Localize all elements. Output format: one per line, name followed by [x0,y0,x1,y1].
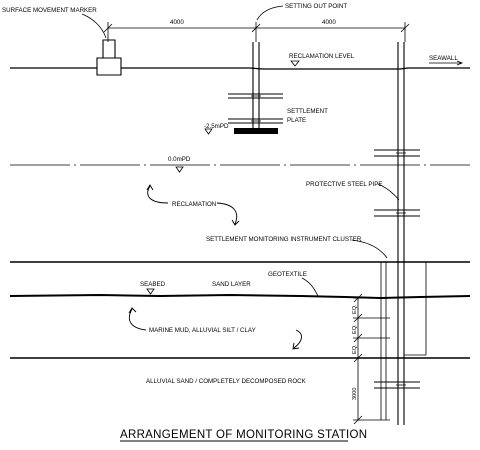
plate-level-marker-icon [204,128,213,135]
marine-mud-arrow-up [128,307,147,331]
sand-layer-label: SAND LAYER [212,281,251,288]
surface-marker-label: SURFACE MOVEMENT MARKER [2,7,97,14]
horizontal-dimension [103,22,410,42]
marine-mud-label: MARINE MUD, ALLUVIAL SILT / CLAY [149,327,256,334]
datum-level-label: 0.0mPD [168,156,191,163]
protective-pipe-label: PROTECTIVE STEEL PIPE [306,181,382,188]
eq-label-2: EQ. [352,324,358,334]
seabed-line [9,293,471,300]
marine-mud-arrow-down [292,329,302,350]
surface-movement-marker [96,39,122,76]
eq-label-1: EQ. [352,304,358,314]
settlement-plate-label-2: PLATE [287,117,306,124]
vertical-dimension-label: 3000 [352,388,358,400]
surface-marker-leader [81,13,107,39]
dimension-left-label: 4000 [170,19,184,26]
reclamation-label: RECLAMATION [172,201,216,208]
dimension-right-label: 4000 [322,19,336,26]
eq-label-3: EQ. [352,344,358,354]
instrument-cluster-leader [351,239,388,259]
geotextile-label: GEOTEXTILE [268,271,307,278]
plate-level-label: -2.5mPD [204,123,229,130]
reclamation-arrow-down [216,202,240,226]
vertical-dimension [353,293,390,425]
geotextile-leader [301,277,319,297]
reclamation-arrow-up [146,184,169,204]
seabed-label: SEABED [140,281,166,288]
protective-steel-pipe [374,42,427,425]
seawall-arrow-icon [429,60,464,66]
setting-out-leader [256,5,284,21]
reclamation-level-label: RECLAMATION LEVEL [289,53,355,60]
reclamation-level-marker-icon [290,60,300,67]
instrument-cluster-label: SETTLEMENT MONITORING INSTRUMENT CLUSTER [206,236,362,243]
seawall-label: SEAWALL [429,55,458,62]
drawing-title: ARRANGEMENT OF MONITORING STATION [120,429,367,441]
datum-marker-icon [175,166,184,173]
settlement-plate-label-1: SETTLEMENT [287,108,328,115]
alluvial-sand-label: ALLUVIAL SAND / COMPLETELY DECOMPOSED RO… [146,378,307,385]
reclamation-level-line [10,67,470,70]
protective-pipe-leader [377,183,400,201]
settlement-plate [228,42,283,134]
setting-out-point-label: SETTING OUT POINT [285,3,347,10]
seabed-marker-icon [146,288,155,295]
